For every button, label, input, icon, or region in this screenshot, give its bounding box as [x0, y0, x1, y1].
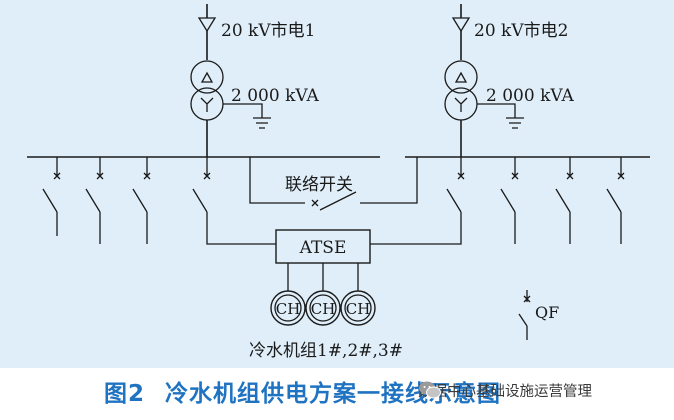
chiller-3: CH: [340, 290, 376, 326]
feeder-breaker: [500, 157, 519, 244]
chiller-1: CH: [270, 290, 306, 326]
wechat-icon: [419, 381, 441, 399]
tie-breaker-cross-icon: [311, 199, 319, 207]
chiller-1-label: CH: [276, 300, 301, 318]
feeder-breaker: [85, 157, 104, 244]
chiller-2-label: CH: [311, 300, 336, 318]
chiller-supply-1: [192, 157, 276, 245]
source-2: 20 kV市电2: [451, 4, 568, 60]
feeder-breaker: [555, 157, 574, 244]
transformer-1-primary-coil: [190, 60, 224, 94]
delta-icon: [200, 71, 214, 83]
single-line-diagram: 20 kV市电1 2 000 kVA 20 kV市电2 2 000 kVA: [27, 4, 650, 361]
chiller-2: CH: [305, 290, 341, 326]
tie-switch-label: 联络开关: [285, 175, 353, 195]
chiller-group-label: 冷水机组1#,2#,3#: [249, 341, 403, 361]
ground-icon: [253, 117, 271, 129]
figure-number: 图2: [104, 381, 146, 407]
bus-2-feeders: [500, 157, 625, 244]
ats-label: ATSE: [299, 238, 347, 258]
transformer-1-rating: 2 000 kVA: [231, 86, 319, 106]
transformer-1: 2 000 kVA: [190, 60, 319, 157]
feeder-breaker: [606, 157, 625, 244]
feeder-breaker: [132, 157, 151, 244]
ground-icon: [506, 117, 524, 129]
tie-switch-left-lead: [249, 157, 305, 204]
feeder-breaker: [42, 157, 61, 236]
source-1-label: 20 kV市电1: [221, 21, 315, 41]
transformer-2-primary-coil: [444, 60, 478, 94]
ats-outputs: [287, 263, 359, 292]
source-2-arrow-icon: [451, 17, 471, 33]
tie-switch-blade: [319, 191, 357, 211]
caption-row: 图2 冷水机组供电方案一接线示意图 数据中心基础设施运营管理: [0, 372, 674, 418]
breaker-legend: QF: [518, 290, 559, 340]
transformer-2: 2 000 kVA: [444, 60, 574, 157]
figure-caption: 图2 冷水机组供电方案一接线示意图: [104, 374, 501, 408]
delta-icon: [454, 71, 468, 83]
tie-switch: 联络开关: [249, 157, 418, 211]
source-2-label: 20 kV市电2: [474, 21, 568, 41]
chiller-supply-2: [370, 157, 465, 245]
source-1: 20 kV市电1: [197, 4, 315, 60]
chiller-group: CH CH CH 冷水机组1#,2#,3#: [249, 290, 403, 361]
wye-icon: [454, 97, 468, 112]
watermark: 数据中心基础设施运营管理: [418, 380, 592, 401]
figure-title: 冷水机组供电方案一接线示意图: [165, 381, 502, 407]
chiller-3-label: CH: [346, 300, 371, 318]
source-1-arrow-icon: [197, 17, 217, 33]
breaker-symbol-icon: [518, 290, 531, 340]
transformer-2-earth-lead: [477, 103, 516, 118]
transformer-1-earth-lead: [223, 103, 263, 118]
ats-device: ATSE: [275, 229, 371, 292]
wye-icon: [200, 97, 214, 112]
watermark-text: 数据中心基础设施运营管理: [418, 384, 592, 400]
bus-1-feeders: [42, 157, 151, 244]
breaker-legend-label: QF: [535, 303, 559, 322]
tie-switch-right-lead: [360, 157, 418, 204]
transformer-2-rating: 2 000 kVA: [486, 86, 574, 106]
